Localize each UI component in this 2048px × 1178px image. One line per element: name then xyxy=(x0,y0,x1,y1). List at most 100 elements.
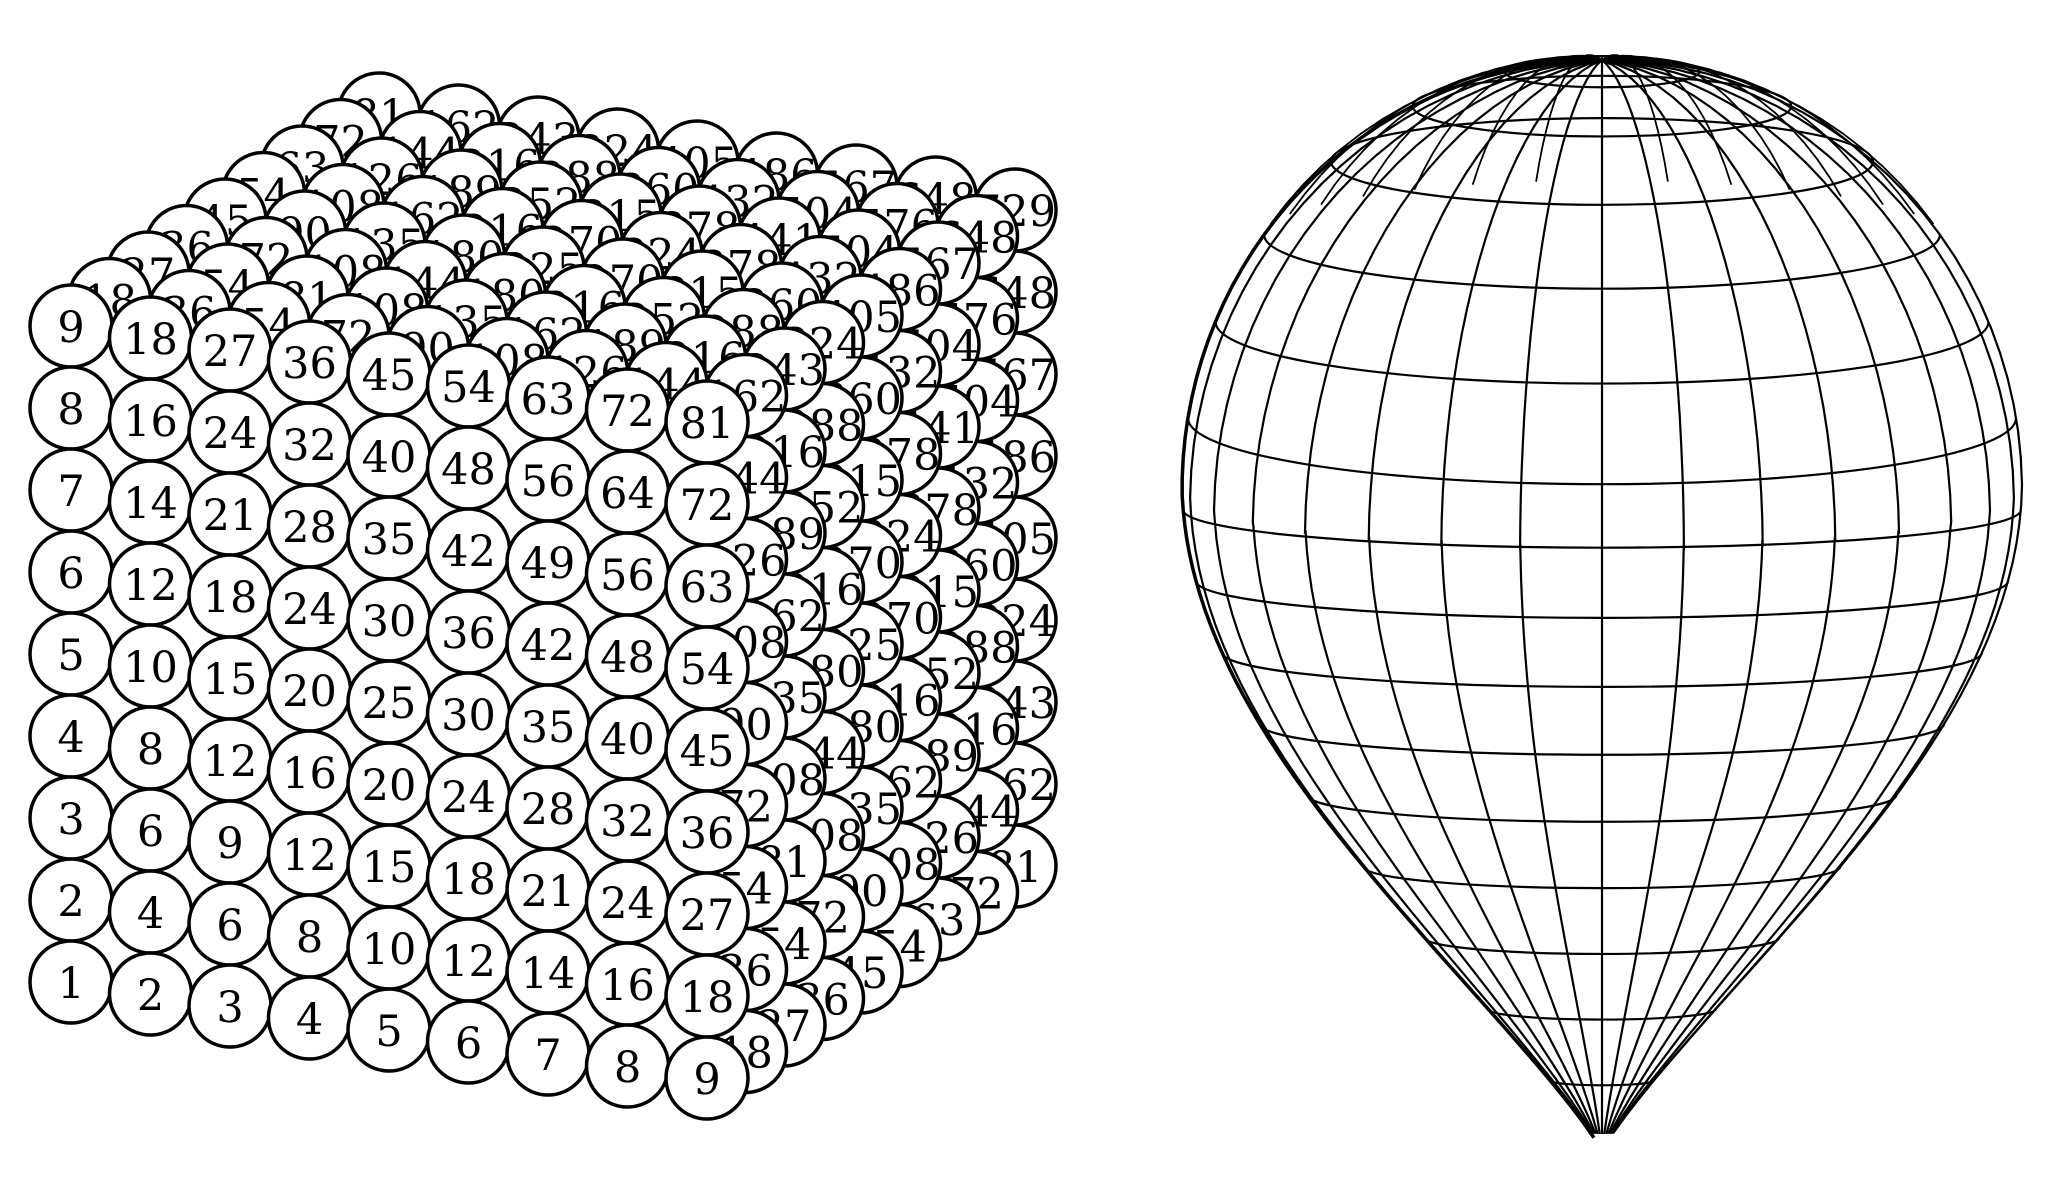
ball-number-label: 18 xyxy=(441,855,496,905)
ball-number-label: 12 xyxy=(282,831,337,881)
ball-number-label: 45 xyxy=(680,727,735,777)
numbered-ball: 1 xyxy=(28,939,114,1025)
balloon-meridian-line xyxy=(1601,58,1992,1135)
ball-number-label: 6 xyxy=(455,1019,482,1069)
numbered-ball: 4 xyxy=(266,975,353,1061)
ball-number-label: 18 xyxy=(203,573,258,623)
ball-number-label: 27 xyxy=(680,891,735,941)
ball-number-label: 36 xyxy=(680,809,735,859)
ball-number-label: 15 xyxy=(203,655,258,705)
ball-number-label: 4 xyxy=(137,889,164,939)
numbered-ball: 18 xyxy=(187,553,273,639)
balloon-meridian-line xyxy=(1601,54,1669,182)
numbered-ball: 72 xyxy=(664,461,750,547)
numbered-ball: 2 xyxy=(107,951,194,1037)
ball-number-label: 12 xyxy=(203,737,258,787)
numbered-ball: 81 xyxy=(664,379,750,465)
ball-number-label: 64 xyxy=(600,469,655,519)
ball-number-label: 32 xyxy=(600,797,655,847)
ball-number-label: 10 xyxy=(123,643,178,693)
numbered-ball: 9 xyxy=(664,1035,750,1121)
numbered-ball: 48 xyxy=(425,425,512,511)
ball-number-label: 54 xyxy=(680,645,735,695)
balloon-meridian-line xyxy=(1601,59,1764,1135)
ball-number-label: 42 xyxy=(441,527,496,577)
numbered-ball: 42 xyxy=(425,507,512,593)
numbered-ball: 10 xyxy=(346,905,432,991)
numbered-ball: 18 xyxy=(107,295,194,381)
ball-number-label: 10 xyxy=(362,925,417,975)
ball-number-label: 18 xyxy=(680,973,735,1023)
balloon-meridian-line xyxy=(1601,59,1685,1135)
ball-number-label: 16 xyxy=(600,961,655,1011)
ball-number-label: 40 xyxy=(600,715,655,765)
numbered-ball: 15 xyxy=(346,823,432,909)
ball-number-label: 56 xyxy=(521,457,576,507)
numbered-ball: 10 xyxy=(107,623,194,709)
ball-number-label: 24 xyxy=(203,409,258,459)
balloon-meridian-line xyxy=(1601,54,1733,185)
ball-number-label: 63 xyxy=(680,563,735,613)
numbered-ball: 27 xyxy=(664,871,750,957)
ball-number-label: 9 xyxy=(693,1055,720,1105)
ball-number-label: 8 xyxy=(137,725,164,775)
ball-number-label: 81 xyxy=(680,399,735,449)
numbered-ball: 25 xyxy=(346,659,432,745)
ball-number-label: 72 xyxy=(600,387,655,437)
ball-number-label: 28 xyxy=(282,503,337,553)
ball-number-label: 4 xyxy=(57,713,84,763)
numbered-ball: 20 xyxy=(266,647,353,733)
balloon-meridian-line xyxy=(1601,58,1953,1135)
ball-number-label: 35 xyxy=(362,515,417,565)
numbered-ball: 12 xyxy=(425,917,512,1003)
ball-number-label: 24 xyxy=(441,773,496,823)
ball-number-label: 16 xyxy=(123,397,178,447)
numbered-ball: 49 xyxy=(505,519,591,605)
ball-number-label: 2 xyxy=(137,971,164,1021)
ball-number-label: 32 xyxy=(282,421,337,471)
ball-number-label: 8 xyxy=(57,385,84,435)
numbered-ball: 45 xyxy=(346,331,432,417)
ball-number-label: 54 xyxy=(441,363,496,413)
balloon-meridian-line xyxy=(1519,59,1603,1135)
ball-number-label: 3 xyxy=(57,795,84,845)
ball-number-label: 28 xyxy=(521,785,576,835)
ball-number-label: 56 xyxy=(600,551,655,601)
numbered-ball: 6 xyxy=(28,529,114,615)
numbered-ball: 56 xyxy=(505,437,591,523)
numbered-ball: 24 xyxy=(584,859,671,945)
ball-number-label: 2 xyxy=(57,877,84,927)
ball-number-label: 8 xyxy=(614,1043,641,1093)
ball-number-label: 16 xyxy=(282,749,337,799)
ball-number-label: 36 xyxy=(282,339,337,389)
numbered-ball: 12 xyxy=(187,717,273,803)
numbered-ball: 27 xyxy=(187,307,273,393)
numbered-ball: 40 xyxy=(346,413,432,499)
ball-number-label: 30 xyxy=(362,597,417,647)
numbered-ball: 42 xyxy=(505,601,591,687)
ball-number-label: 4 xyxy=(296,995,323,1045)
ball-number-label: 3 xyxy=(216,983,243,1033)
ball-number-label: 9 xyxy=(216,819,243,869)
ball-number-label: 42 xyxy=(521,621,576,671)
ball-number-label: 63 xyxy=(521,375,576,425)
balloon-meridian-line xyxy=(1440,59,1603,1135)
ball-number-label: 6 xyxy=(57,549,84,599)
numbered-ball: 32 xyxy=(584,777,671,863)
ball-number-label: 35 xyxy=(521,703,576,753)
ball-number-label: 20 xyxy=(282,667,337,717)
numbered-ball: 8 xyxy=(266,893,353,979)
ball-number-label: 9 xyxy=(57,303,84,353)
numbered-ball: 28 xyxy=(266,483,353,569)
ball-number-label: 14 xyxy=(123,479,178,529)
balloon-meridian-line xyxy=(1601,56,1842,197)
numbered-ball: 32 xyxy=(266,401,353,487)
numbered-ball: 3 xyxy=(28,775,114,861)
numbered-ball: 28 xyxy=(505,765,591,851)
ball-number-label: 20 xyxy=(362,761,417,811)
numbered-ball: 24 xyxy=(266,565,353,651)
numbered-ball: 9 xyxy=(28,283,114,369)
